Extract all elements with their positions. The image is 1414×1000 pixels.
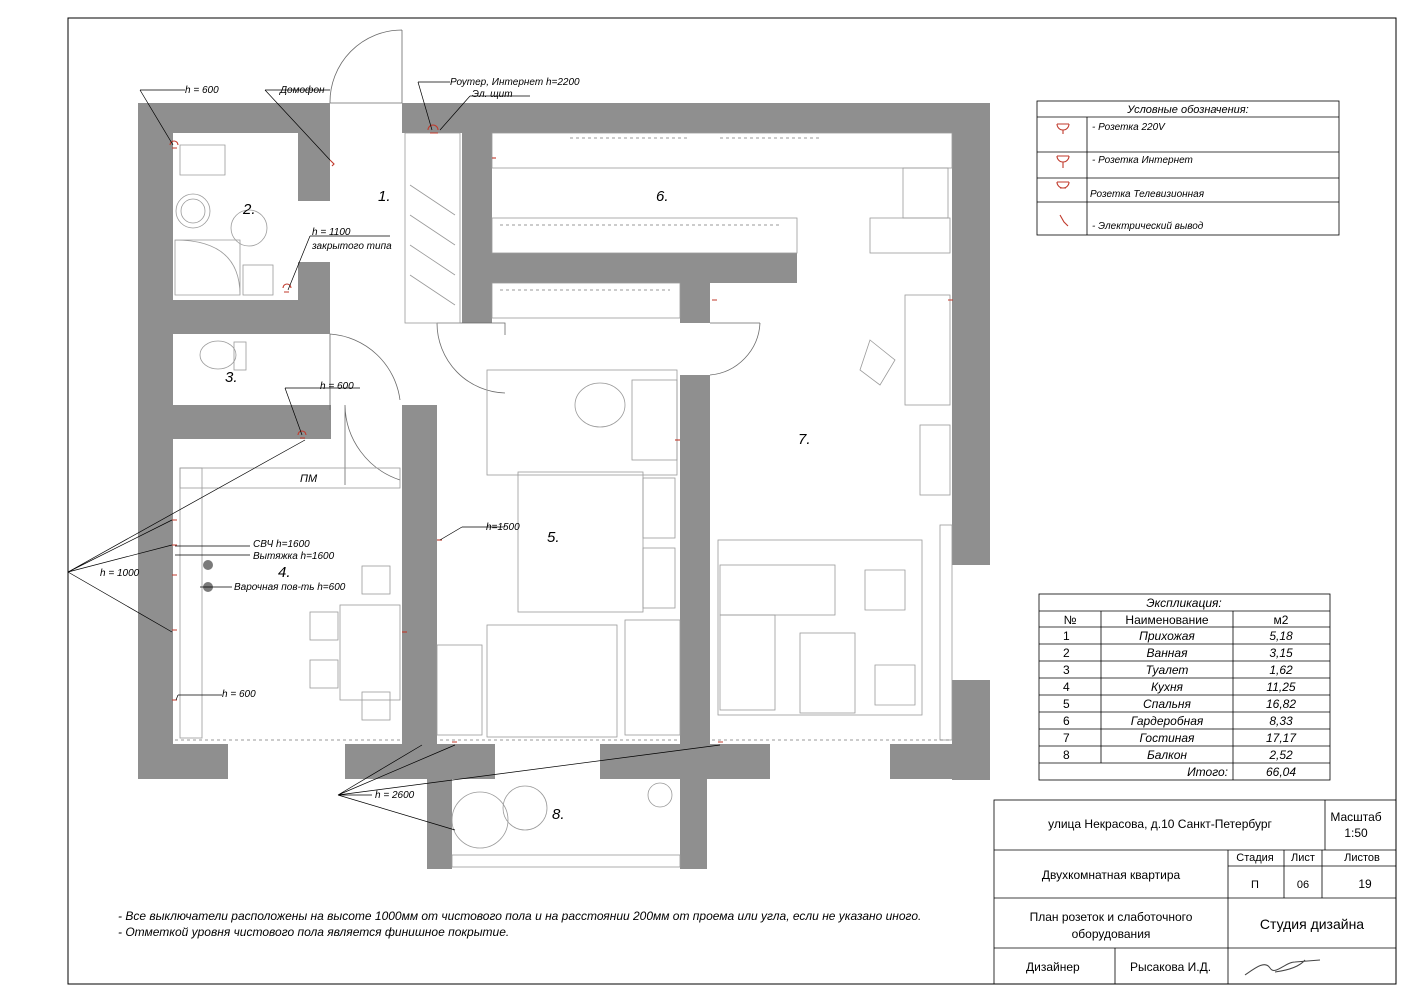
room-number: 7. <box>798 431 811 448</box>
explication-cell: 8,33 <box>1269 714 1293 728</box>
annotation-h1000: h = 1000 <box>100 568 140 579</box>
explication-cell: 1,62 <box>1269 663 1293 677</box>
annotation-h600: h = 600 <box>320 381 354 392</box>
annotation-dishwasher: ПМ <box>300 473 318 485</box>
explication-header: м2 <box>1274 613 1289 627</box>
explication-cell: 1 <box>1063 629 1070 643</box>
room-number: 4. <box>278 564 291 581</box>
explication-cell: 17,17 <box>1266 731 1297 745</box>
designer-name: Рысакова И.Д. <box>1130 960 1211 974</box>
explication-cell: Балкон <box>1147 748 1187 762</box>
sheet-frame <box>67 17 1397 985</box>
explication-cell: 7 <box>1063 731 1070 745</box>
sheets-label: Листов <box>1344 852 1380 864</box>
explication-cell: Гардеробная <box>1131 714 1204 728</box>
explication-cell: 5,18 <box>1269 629 1293 643</box>
outlet-220v-icon <box>1056 123 1070 134</box>
stage-value: П <box>1251 879 1259 891</box>
address: улица Некрасова, д.10 Санкт-Петербург <box>1048 817 1272 831</box>
explication-cell: Кухня <box>1151 680 1184 694</box>
signature <box>1244 959 1321 976</box>
sheet-label: Лист <box>1291 852 1315 864</box>
legend: Условные обозначения: - Розетка 220V - Р… <box>1036 100 1340 236</box>
project-name: Двухкомнатная квартира <box>1042 868 1181 882</box>
room-number: 6. <box>656 188 669 205</box>
designer-label: Дизайнер <box>1026 960 1080 974</box>
studio-name: Студия дизайна <box>1260 916 1364 932</box>
explication-cell: Гостиная <box>1140 731 1195 745</box>
note-switches: - Все выключатели расположены на высоте … <box>118 909 921 923</box>
room-number: 8. <box>552 806 565 823</box>
sheet-value: 06 <box>1297 879 1309 891</box>
explication-cell: 3 <box>1063 663 1070 677</box>
room-labels: 1. 2. 3. 4. 5. 6. 7. 8. <box>225 188 811 823</box>
stage-label: Стадия <box>1236 852 1274 864</box>
explication-header: № <box>1064 613 1077 627</box>
drawing-title: оборудования <box>1072 927 1151 941</box>
explication-title: Экспликация: <box>1146 596 1222 610</box>
sheets-value: 19 <box>1358 877 1372 891</box>
title-block: улица Некрасова, д.10 Санкт-Петербург Ма… <box>993 799 1397 985</box>
scale-value: 1:50 <box>1344 826 1368 840</box>
explication-cell: 6 <box>1063 714 1070 728</box>
note-floor-level: - Отметкой уровня чистового пола являетс… <box>118 925 509 939</box>
annotation-router: Роутер, Интернет h=2200 <box>450 77 580 88</box>
explication-cell: Спальня <box>1143 697 1191 711</box>
furniture <box>174 132 953 868</box>
explication-total-label: Итого: <box>1187 765 1228 779</box>
annotation-h2600: h = 2600 <box>375 790 415 801</box>
walls <box>138 103 990 869</box>
room-number: 5. <box>547 529 560 546</box>
explication-cell: 11,25 <box>1266 680 1295 694</box>
explication-total-value: 66,04 <box>1266 765 1296 779</box>
annotation-h1100: h = 1100 <box>312 227 351 238</box>
legend-item: Розетка Телевизионная <box>1090 189 1205 200</box>
legend-item: - Розетка 220V <box>1092 122 1166 133</box>
annotation-intercom: Домофон <box>279 84 325 96</box>
explication-cell: 4 <box>1063 680 1070 694</box>
explication-cell: Туалет <box>1146 663 1189 677</box>
legend-item: - Электрический вывод <box>1092 221 1204 232</box>
explication-cell: Ванная <box>1147 646 1189 660</box>
explication-cell: 3,15 <box>1269 646 1293 660</box>
leader-lines <box>67 81 721 831</box>
explication-cell: 2 <box>1063 646 1070 660</box>
annotation-h1500: h=1500 <box>486 522 520 533</box>
explication-header: Наименование <box>1125 613 1209 627</box>
explication-table: Экспликация: № Наименование м2 1 Прихожа… <box>1038 593 1331 781</box>
explication-cell: Прихожая <box>1139 629 1195 643</box>
drawing-title: План розеток и слаботочного <box>1030 910 1193 924</box>
explication-cell: 8 <box>1063 748 1070 762</box>
annotation-cooktop: Варочная пов-ть h=600 <box>234 582 346 593</box>
explication-cell: 5 <box>1063 697 1070 711</box>
outlet-marks <box>169 124 953 743</box>
annotations: h = 600 Домофон Роутер, Интернет h=2200 … <box>100 77 580 801</box>
outlet-tv-icon <box>1056 181 1070 189</box>
legend-item: - Розетка Интернет <box>1092 155 1193 166</box>
legend-title: Условные обозначения: <box>1126 104 1248 116</box>
annotation-hood: Вытяжка h=1600 <box>253 551 335 562</box>
scale-label: Масштаб <box>1330 810 1381 824</box>
explication-cell: 16,82 <box>1266 697 1296 711</box>
room-number: 1. <box>378 188 391 205</box>
annotation-closed-type: закрытого типа <box>311 241 392 252</box>
outlet-internet-icon <box>1056 155 1070 168</box>
explication-cell: 2,52 <box>1268 748 1293 762</box>
annotation-h600: h = 600 <box>185 85 219 96</box>
room-number: 2. <box>242 201 256 218</box>
room-number: 3. <box>225 369 238 386</box>
annotation-h600: h = 600 <box>222 689 256 700</box>
annotation-microwave: СВЧ h=1600 <box>253 539 310 550</box>
annotation-electrical-panel: Эл. щит <box>472 89 513 100</box>
electrical-outlet-icon <box>1059 214 1069 227</box>
